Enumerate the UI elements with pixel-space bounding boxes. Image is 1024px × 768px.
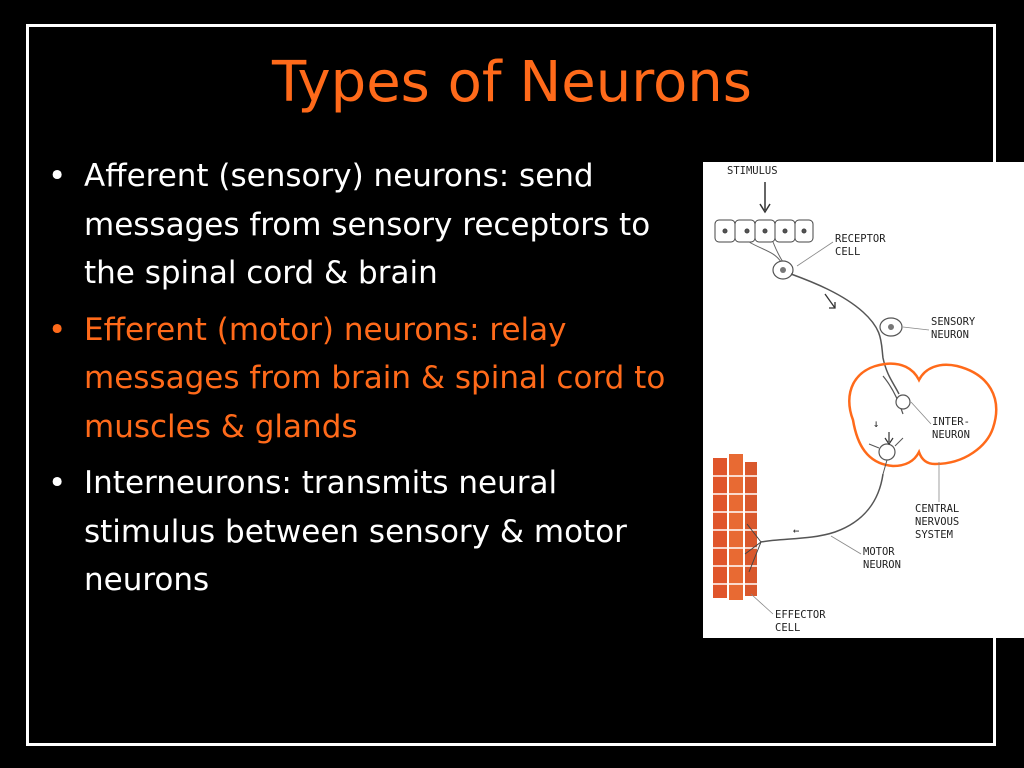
inter-pointer (910, 401, 932, 425)
effector-pointer (750, 593, 774, 615)
receptor-epithelium (714, 219, 814, 243)
label-receptor-1: RECEPTOR (835, 233, 886, 245)
bullet-afferent: • Afferent (sensory) neurons: send messa… (44, 152, 694, 298)
reflex-arc-svg: STIMULUS RECEPTOR CELL (713, 165, 998, 634)
bullet-list: • Afferent (sensory) neurons: send messa… (44, 152, 694, 613)
sensory-nucleus (888, 324, 894, 330)
bullet-afferent-text: Afferent (sensory) neurons: send message… (84, 158, 651, 291)
label-sensory-2: NEURON (931, 329, 969, 341)
label-cns-3: SYSTEM (915, 529, 953, 541)
label-cns-2: NERVOUS (915, 516, 959, 528)
motor-direction-arrow-icon: ← (793, 525, 799, 537)
label-inter-1: INTER- (932, 416, 970, 428)
spinal-cord-outline (848, 362, 998, 468)
label-receptor-2: CELL (835, 246, 860, 258)
bullet-interneurons-text: Interneurons: transmits neural stimulus … (84, 465, 627, 598)
reflex-arc-diagram: STIMULUS RECEPTOR CELL (703, 162, 1024, 638)
label-stimulus: STIMULUS (727, 165, 778, 177)
interneuron-axon (882, 375, 904, 415)
label-motor-1: MOTOR (863, 546, 895, 558)
motor-axon (760, 473, 884, 543)
interneuron-direction-arrow-icon (884, 432, 894, 446)
sensory-axon (790, 273, 900, 395)
bullet-dot-icon: • (48, 465, 67, 501)
slide-title: Types of Neurons (272, 50, 752, 115)
bullet-efferent: • Efferent (motor) neurons: relay messag… (44, 306, 694, 452)
motor-pointer (830, 535, 862, 555)
label-motor-2: NEURON (863, 559, 901, 571)
sensory-direction-arrow-icon (824, 293, 836, 309)
label-effector-2: CELL (775, 622, 800, 634)
bullet-dot-icon: • (48, 158, 67, 194)
receptor-pointer (796, 241, 834, 267)
motor-dendrites (868, 437, 904, 475)
label-effector-1: EFFECTOR (775, 609, 826, 621)
label-inter-2: NEURON (932, 429, 970, 441)
label-cns-1: CENTRAL (915, 503, 959, 515)
bullet-interneurons: • Interneurons: transmits neural stimulu… (44, 459, 694, 605)
bullet-dot-icon: • (48, 311, 67, 348)
interneuron-body (895, 394, 911, 410)
interneuron-arrow-icon: ↓ (873, 418, 879, 430)
effector-muscle (713, 454, 762, 600)
label-sensory-1: SENSORY (931, 316, 976, 328)
stimulus-arrow-head-icon (759, 203, 771, 214)
sensory-pointer (902, 326, 930, 331)
bullet-efferent-text: Efferent (motor) neurons: relay messages… (84, 311, 666, 445)
receptor-cell (748, 241, 794, 280)
motor-neuron-body (878, 443, 896, 461)
